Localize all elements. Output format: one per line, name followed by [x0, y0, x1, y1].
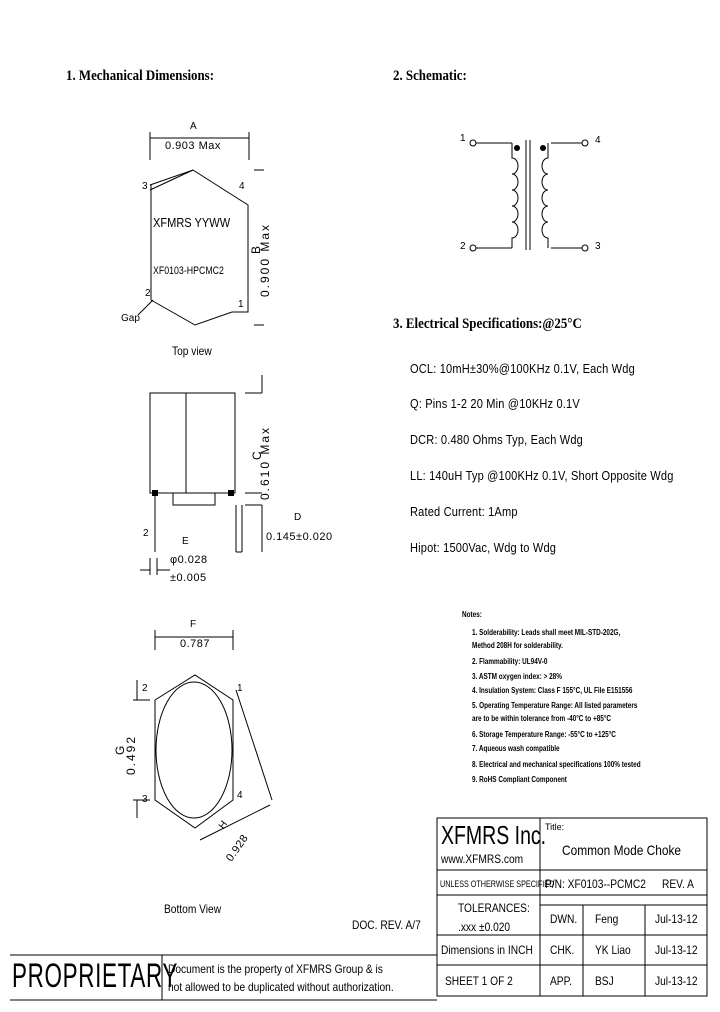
- gap-label: Gap: [121, 313, 140, 324]
- app-label: APP.: [550, 974, 572, 988]
- sheet-number: SHEET 1 OF 2: [445, 974, 513, 988]
- tolerances-label: TOLERANCES:: [458, 901, 530, 915]
- drawing-title: Common Mode Choke: [562, 842, 682, 858]
- dwn-date: Jul-13-12: [655, 912, 698, 926]
- note-item: 5. Operating Temperature Range: All list…: [472, 701, 638, 710]
- top-view-outline: [149, 169, 249, 326]
- note-item: 3. ASTM oxygen index: > 28%: [472, 672, 562, 681]
- dim-d-label: D: [294, 512, 302, 523]
- bottom-pin-4: 4: [237, 790, 243, 801]
- top-marking-line1: XFMRS YYWW: [153, 215, 231, 230]
- side-view-body: [149, 392, 236, 494]
- proprietary-line2: not allowed to be duplicated without aut…: [168, 980, 394, 994]
- spec-q: Q: Pins 1-2 20 Min @10KHz 0.1V: [410, 396, 580, 411]
- company-name: XFMRS Inc.: [441, 820, 547, 850]
- dimensions-unit: Dimensions in INCH: [441, 943, 533, 957]
- top-pin-3: 3: [142, 181, 148, 192]
- dim-e-value1: φ0.028: [170, 554, 208, 566]
- note-item: Method 208H for solderability.: [472, 641, 563, 650]
- dim-a-label: A: [190, 121, 197, 132]
- note-item: 1. Solderability: Leads shall meet MIL-S…: [472, 628, 621, 637]
- dwn-name: Feng: [595, 912, 619, 926]
- section-schematic-heading: 2. Schematic:: [393, 68, 467, 84]
- note-item: 2. Flammability: UL94V-0: [472, 657, 548, 666]
- bottom-view-outline: [154, 674, 234, 829]
- schematic-pin-1: 1: [460, 133, 466, 144]
- bottom-pin-2: 2: [142, 683, 148, 694]
- part-number: P/N: XF0103--PCMC2: [545, 877, 646, 891]
- revision: REV. A: [662, 877, 694, 891]
- schematic-pin-2: 2: [460, 241, 466, 252]
- top-view-caption: Top view: [172, 344, 212, 358]
- chk-name: YK Liao: [595, 943, 631, 957]
- top-pin-4: 4: [239, 181, 245, 192]
- side-pin-2: 2: [143, 528, 149, 539]
- notes-title: Notes:: [462, 610, 482, 619]
- note-item: 8. Electrical and mechanical specificati…: [472, 760, 641, 769]
- dim-e-label: E: [182, 536, 189, 547]
- spec-ll: LL: 140uH Typ @100KHz 0.1V, Short Opposi…: [410, 468, 674, 483]
- dwn-label: DWN.: [550, 912, 578, 926]
- app-date: Jul-13-12: [655, 974, 698, 988]
- app-name: BSJ: [595, 974, 614, 988]
- section-mechanical-heading: 1. Mechanical Dimensions:: [66, 68, 214, 84]
- proprietary-label: PROPRIETARY: [12, 957, 179, 995]
- top-marking-line2: XF0103-HPCMC2: [153, 265, 224, 277]
- title-label: Title:: [545, 822, 565, 832]
- note-item: are to be within tolerance from -40°C to…: [472, 714, 612, 723]
- spec-hipot: Hipot: 1500Vac, Wdg to Wdg: [410, 540, 557, 555]
- dim-c-value: 0.610 Max: [258, 425, 272, 500]
- bottom-view-caption: Bottom View: [164, 902, 222, 916]
- bottom-pin-3: 3: [142, 794, 148, 805]
- note-item: 6. Storage Temperature Range: -55°C to +…: [472, 730, 616, 739]
- bottom-pin-1: 1: [237, 683, 243, 694]
- dim-a-value: 0.903 Max: [165, 140, 221, 152]
- company-website: www.XFMRS.com: [441, 852, 524, 866]
- chk-date: Jul-13-12: [655, 943, 698, 957]
- note-item: 7. Aqueous wash compatible: [472, 744, 560, 753]
- chk-label: CHK.: [550, 943, 575, 957]
- proprietary-line1: Document is the property of XFMRS Group …: [168, 962, 383, 976]
- bottom-view-core: [155, 681, 233, 819]
- tolerance-value: .xxx ±0.020: [458, 920, 511, 934]
- schematic-pin-3: 3: [595, 241, 601, 252]
- spec-rated-current: Rated Current: 1Amp: [410, 504, 518, 519]
- top-pin-2: 2: [145, 288, 151, 299]
- unless-specified: UNLESS OTHERWISE SPECIFIED: [440, 879, 555, 889]
- note-item: 9. RoHS Compliant Component: [472, 775, 567, 784]
- spec-dcr: DCR: 0.480 Ohms Typ, Each Wdg: [410, 432, 584, 447]
- spec-ocl: OCL: 10mH±30%@100KHz 0.1V, Each Wdg: [410, 361, 635, 376]
- dim-f-value: 0.787: [180, 638, 211, 650]
- dim-b-value: 0.900 Max: [258, 222, 272, 297]
- top-pin-1: 1: [238, 299, 244, 310]
- section-electrical-heading: 3. Electrical Specifications:@25°C: [393, 316, 582, 332]
- note-item: 4. Insulation System: Class F 155°C, UL …: [472, 686, 633, 695]
- dim-f-label: F: [190, 619, 197, 630]
- dim-d-value: 0.145±0.020: [266, 531, 333, 543]
- schematic-pin-4: 4: [595, 135, 601, 146]
- dim-g-value: 0.492: [124, 734, 138, 775]
- dim-e-value2: ±0.005: [170, 572, 207, 584]
- doc-rev: DOC. REV. A/7: [352, 918, 421, 932]
